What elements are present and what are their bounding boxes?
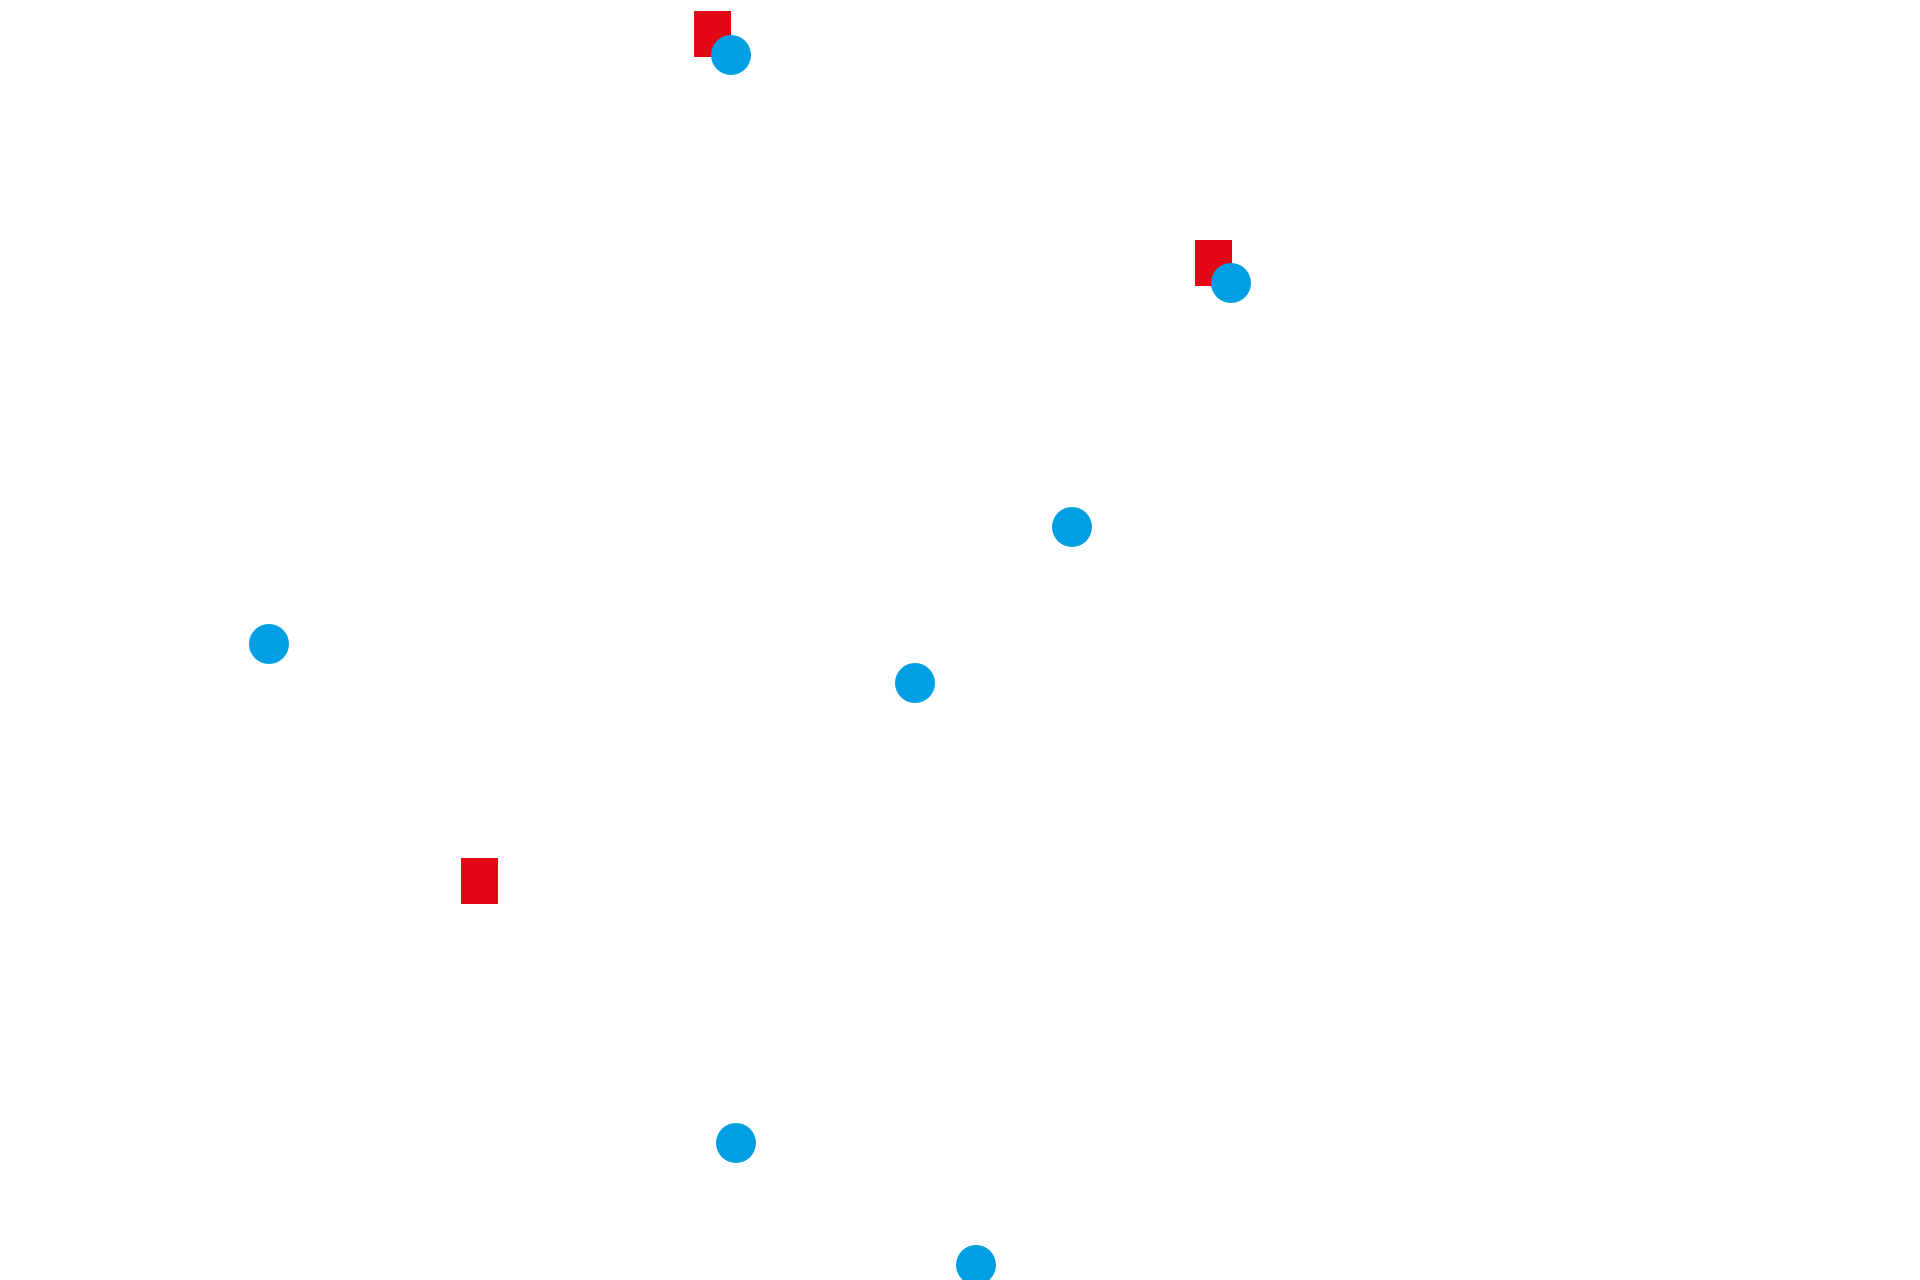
blue-circle-marker-7 (956, 1245, 996, 1280)
blue-circle-marker-5 (895, 663, 935, 703)
blue-circle-marker-6 (716, 1123, 756, 1163)
red-squares-layer (461, 11, 1232, 904)
red-square-marker-3 (461, 858, 498, 904)
blue-circles-layer (249, 35, 1251, 1280)
blue-circle-marker-2 (1211, 263, 1251, 303)
blue-circle-marker-1 (711, 35, 751, 75)
blue-circle-marker-4 (249, 624, 289, 664)
blue-circle-marker-3 (1052, 507, 1092, 547)
